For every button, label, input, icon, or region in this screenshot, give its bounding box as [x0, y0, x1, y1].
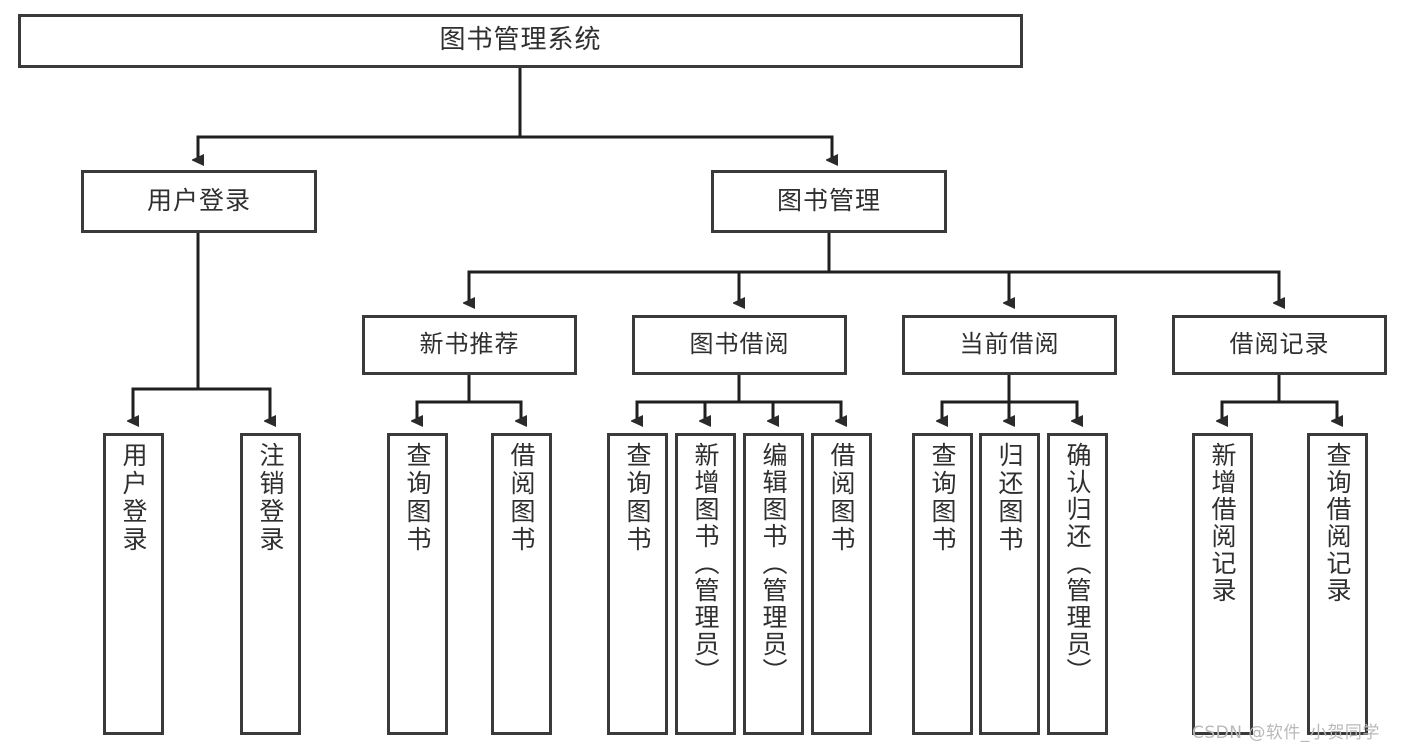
node-borrow-records[interactable]: 借阅记录 [1172, 315, 1387, 375]
leaf-borrow-edit-book-admin[interactable]: 编辑图书（管理员） [743, 433, 804, 735]
leaf-user-login-logout[interactable]: 注销登录 [240, 433, 301, 735]
node-label: 查询图书 [623, 442, 652, 554]
leaf-current-query-book[interactable]: 查询图书 [912, 433, 973, 735]
node-label: 图书管理系统 [439, 25, 602, 56]
node-label: 确认归还（管理员） [1063, 442, 1092, 685]
node-label: 图书管理 [776, 186, 881, 216]
node-label: 新书推荐 [419, 330, 520, 359]
node-book-management[interactable]: 图书管理 [711, 170, 947, 233]
node-new-book-recommend[interactable]: 新书推荐 [362, 315, 577, 375]
leaf-records-query-record[interactable]: 查询借阅记录 [1307, 433, 1368, 735]
leaf-user-login-login[interactable]: 用户登录 [103, 433, 164, 735]
node-label: 图书借阅 [689, 330, 790, 359]
leaf-current-return-book[interactable]: 归还图书 [979, 433, 1040, 735]
node-current-borrow[interactable]: 当前借阅 [902, 315, 1117, 375]
csdn-watermark: CSDN @软件_小贺同学 [1192, 723, 1380, 743]
node-label: 用户登录 [146, 186, 251, 216]
node-label: 查询图书 [928, 442, 957, 554]
node-label: 查询借阅记录 [1323, 442, 1352, 604]
leaf-new-book-query[interactable]: 查询图书 [387, 433, 448, 735]
node-label: 借阅记录 [1229, 330, 1330, 359]
leaf-new-book-borrow[interactable]: 借阅图书 [491, 433, 552, 735]
node-label: 新增借阅记录 [1208, 442, 1237, 604]
node-label: 注销登录 [256, 442, 285, 554]
leaf-borrow-add-book-admin[interactable]: 新增图书（管理员） [675, 433, 736, 735]
node-label: 用户登录 [119, 442, 148, 554]
node-label: 借阅图书 [507, 442, 536, 554]
node-label: 归还图书 [995, 442, 1024, 554]
node-label: 编辑图书（管理员） [759, 442, 788, 685]
node-label: 新增图书（管理员） [691, 442, 720, 685]
node-user-login[interactable]: 用户登录 [81, 170, 317, 233]
node-root-system[interactable]: 图书管理系统 [18, 14, 1023, 68]
leaf-borrow-query-book[interactable]: 查询图书 [607, 433, 668, 735]
leaf-current-confirm-return-admin[interactable]: 确认归还（管理员） [1047, 433, 1108, 735]
node-book-borrow[interactable]: 图书借阅 [632, 315, 847, 375]
node-label: 借阅图书 [827, 442, 856, 554]
node-label: 当前借阅 [959, 330, 1060, 359]
leaf-records-add-record[interactable]: 新增借阅记录 [1192, 433, 1253, 735]
leaf-borrow-borrow-book[interactable]: 借阅图书 [811, 433, 872, 735]
node-label: 查询图书 [403, 442, 432, 554]
